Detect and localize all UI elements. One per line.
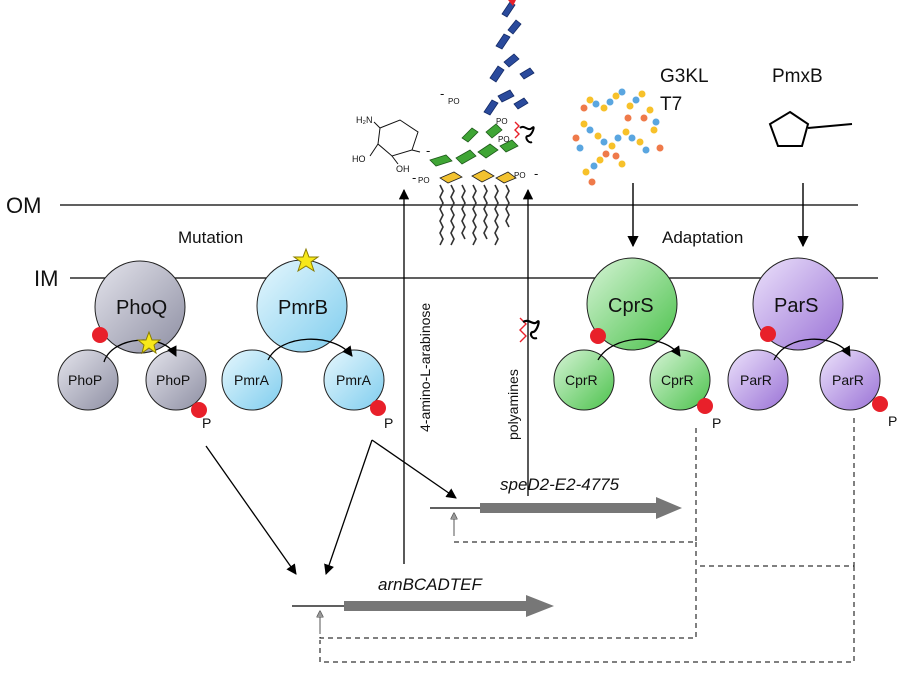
pmra-left xyxy=(221,349,283,411)
pmra-branch-to-spe xyxy=(371,439,457,499)
phop-to-arn-arrow xyxy=(205,445,297,575)
pars-phosphate xyxy=(760,326,776,342)
svg-text:HO: HO xyxy=(352,154,366,164)
pmxb-label: PmxB xyxy=(772,66,823,87)
svg-text:-: - xyxy=(440,86,444,101)
parr-left xyxy=(727,349,789,411)
pars-sensor xyxy=(752,257,844,351)
inner-core xyxy=(429,123,519,167)
im-label: IM xyxy=(34,266,58,291)
pars-phospho-transfer-arrow xyxy=(773,338,851,361)
o-antigen-tip xyxy=(508,0,516,6)
dendrimer-peptide xyxy=(572,88,664,186)
phop-phosphate xyxy=(191,402,207,418)
o-antigen xyxy=(483,1,535,116)
om-label: OM xyxy=(6,193,41,218)
svg-text:OH: OH xyxy=(396,164,410,174)
arn-gene-label: arnBCADTEF xyxy=(378,575,484,594)
cprr-to-arn-dashed xyxy=(319,542,697,639)
pmrb-pmra-system: PmrB PmrA PmrA P xyxy=(221,247,393,431)
cprr-to-spe-dashed xyxy=(453,428,697,543)
spe-gene-label: speD2-E2-4775 xyxy=(500,475,620,494)
phoq-label: PhoQ xyxy=(116,297,167,319)
two-component-systems: PhoQ PhoP PhoP P PmrB PmrA PmrA P xyxy=(57,247,897,431)
polyamines-label: polyamines xyxy=(505,369,521,440)
lps-black-squiggle xyxy=(519,125,535,144)
phop-left xyxy=(57,349,119,411)
cprs-phospho-transfer-arrow xyxy=(597,338,681,361)
phop-p-label: P xyxy=(202,415,211,431)
cprr-left-label: CprR xyxy=(565,372,598,388)
svg-text:-: - xyxy=(534,166,538,181)
cprs-phosphate xyxy=(590,328,606,344)
svg-text:-: - xyxy=(412,170,416,185)
mutation-label: Mutation xyxy=(178,228,243,247)
phop-right-label: PhoP xyxy=(156,372,190,388)
cprs-label: CprS xyxy=(608,295,654,317)
phop-left-label: PhoP xyxy=(68,372,102,388)
lipid-a-core xyxy=(439,169,517,184)
pars-label: ParS xyxy=(774,295,818,317)
lipid-tails xyxy=(439,184,510,246)
pmrb-phospho-transfer-arrow xyxy=(267,338,353,361)
pmrb-mutation-star-icon xyxy=(292,247,320,273)
parr-p-label: P xyxy=(888,413,897,429)
pmxb-ring-icon xyxy=(768,110,853,147)
spe-gene-arrow xyxy=(480,497,682,519)
phoq-sensor xyxy=(94,260,186,354)
polyamine-molecule-icon xyxy=(519,317,540,343)
cprs-cprr-system: CprS CprR CprR P xyxy=(553,257,721,431)
parr-right-label: ParR xyxy=(832,372,864,388)
phoq-phop-system: PhoQ PhoP PhoP P xyxy=(57,260,211,431)
cprs-sensor xyxy=(586,257,678,351)
svg-text:PO: PO xyxy=(496,117,508,126)
pmra-phosphate xyxy=(370,400,386,416)
cprr-p-label: P xyxy=(712,415,721,431)
lps-polyamine-decoration xyxy=(514,121,520,139)
arn-operon: arnBCADTEF xyxy=(292,575,554,634)
phoq-mutation-star-icon xyxy=(136,330,162,355)
parr-to-spe-dashed xyxy=(696,418,855,567)
svg-text:PO: PO xyxy=(448,97,460,106)
pmra-right xyxy=(323,349,385,411)
svg-text:PO: PO xyxy=(514,171,526,180)
pmra-p-label: P xyxy=(384,415,393,431)
pmra-left-label: PmrA xyxy=(234,372,270,388)
spe-operon: speD2-E2-4775 xyxy=(430,475,682,536)
pars-parr-system: ParS ParR ParR P xyxy=(727,257,897,429)
ara4n-molecule: H₂N HO OH xyxy=(352,115,421,174)
svg-text:-: - xyxy=(426,143,430,158)
cprr-right-label: CprR xyxy=(661,372,694,388)
ara4n-label: 4-amino-L-arabinose xyxy=(417,303,433,432)
g3kl-label: G3KL xyxy=(660,66,709,87)
phosphate-labels: PO PO PO PO PO - - - - xyxy=(412,86,538,185)
cprr-left xyxy=(553,349,615,411)
pmrb-label: PmrB xyxy=(278,297,328,319)
parr-to-arn-dashed xyxy=(319,566,855,663)
arn-gene-arrow xyxy=(344,595,554,617)
parr-left-label: ParR xyxy=(740,372,772,388)
svg-text:H₂N: H₂N xyxy=(356,115,373,125)
dashed-regulation xyxy=(319,418,855,663)
t7-label: T7 xyxy=(660,94,682,115)
cprr-phosphate xyxy=(697,398,713,414)
phoq-phosphate xyxy=(92,327,108,343)
parr-phosphate xyxy=(872,396,888,412)
svg-text:PO: PO xyxy=(498,135,510,144)
svg-text:PO: PO xyxy=(418,176,430,185)
adaptation-label: Adaptation xyxy=(662,228,743,247)
lps-structure: PO PO PO PO PO - - - - xyxy=(412,0,538,246)
pmra-right-label: PmrA xyxy=(336,372,372,388)
pmra-branch-to-arn xyxy=(324,439,373,575)
